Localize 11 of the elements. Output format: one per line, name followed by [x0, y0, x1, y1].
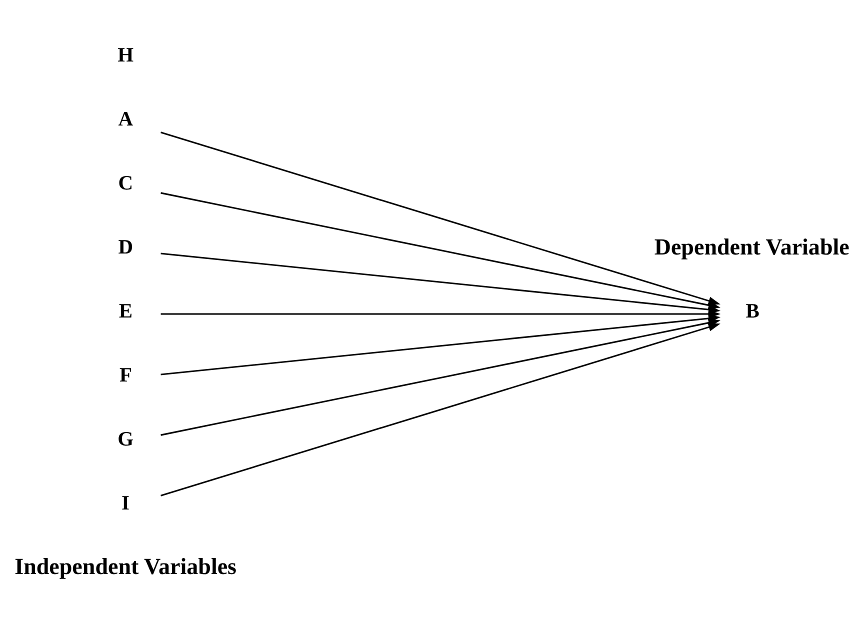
node-text: G — [118, 428, 134, 450]
node-text: F — [120, 364, 132, 386]
node-text: B — [746, 300, 760, 322]
node-text: H — [118, 44, 134, 66]
node-text: A — [118, 108, 134, 130]
node-text: E — [118, 300, 133, 322]
node-text: D — [118, 236, 134, 258]
label: Independent Variables — [14, 552, 237, 579]
node-text: C — [118, 172, 134, 194]
node-text: I — [121, 492, 130, 514]
label: Dependent Variable — [654, 232, 850, 259]
